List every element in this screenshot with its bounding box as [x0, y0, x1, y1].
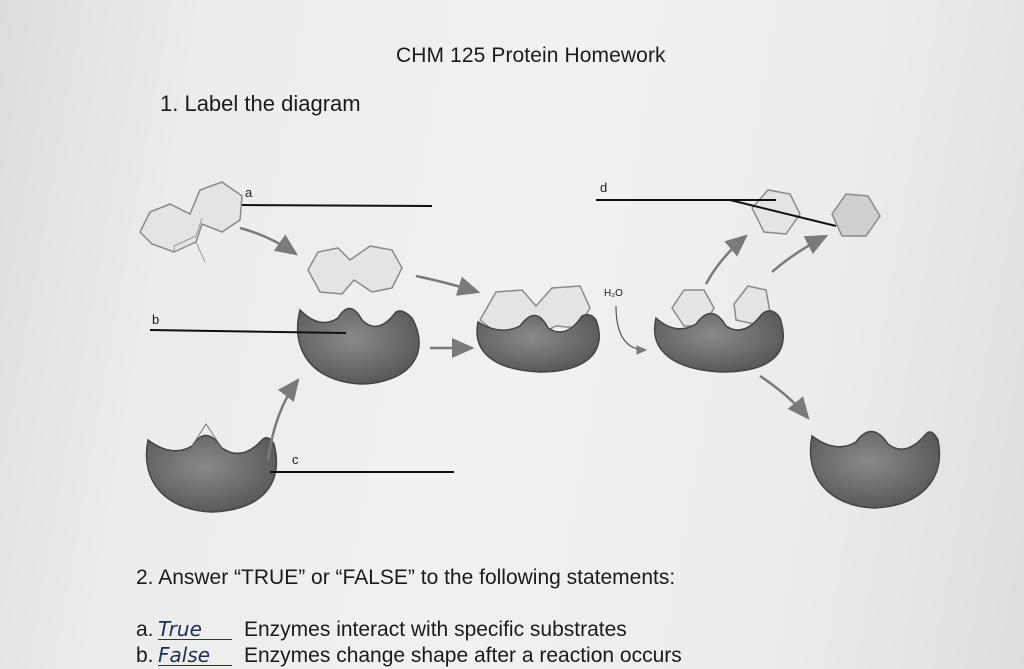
reaction-arrows	[239, 226, 829, 461]
diagram-label-d: d	[600, 180, 608, 195]
page-title: CHM 125 Protein Homework	[396, 44, 666, 67]
question-1-heading: 1. Label the diagram	[160, 91, 361, 116]
question-2-heading: 2. Answer “TRUE” or “FALSE” to the follo…	[136, 566, 676, 589]
statement-b: b.False Enzymes change shape after a reac…	[136, 644, 682, 668]
enzyme-free-lower-left	[145, 423, 278, 513]
statement-text: Enzymes interact with specific substrate…	[244, 618, 627, 641]
water-label: H₂O	[604, 288, 623, 299]
answer-field-a[interactable]: True	[158, 619, 232, 640]
statement-a: a.True Enzymes interact with specific sub…	[136, 618, 627, 642]
diagram-label-a: a	[245, 185, 253, 200]
statement-letter: a.	[136, 618, 154, 641]
enzyme-product-complex	[653, 285, 784, 373]
enzyme-free-lower-right	[809, 430, 941, 509]
enzyme-active-site	[296, 307, 420, 385]
substrate-molecule-free	[139, 181, 243, 263]
label-line-a	[241, 204, 433, 207]
water-arrow	[615, 305, 648, 355]
answer-field-b[interactable]: False	[158, 645, 232, 666]
statement-text: Enzymes change shape after a reaction oc…	[244, 644, 682, 667]
label-line-b	[149, 329, 347, 334]
enzyme-substrate-complex	[476, 285, 600, 373]
product-molecule-2	[831, 193, 881, 237]
diagram-label-b: b	[152, 312, 160, 327]
label-line-d-extension	[729, 199, 837, 227]
diagram-label-c: c	[292, 452, 299, 467]
substrate-molecule-approaching	[307, 245, 403, 295]
statement-letter: b.	[136, 644, 154, 667]
